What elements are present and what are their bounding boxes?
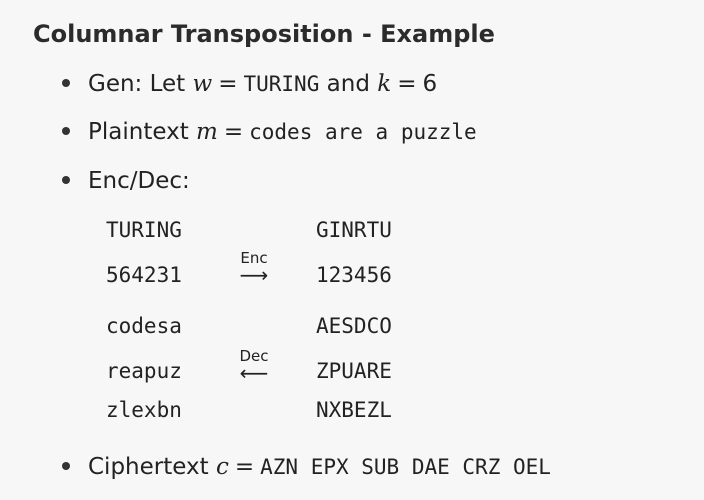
bullet-dot-icon	[62, 461, 70, 470]
w-variable: w	[192, 71, 213, 97]
m-variable: m	[196, 119, 218, 145]
plaintext-bullet: Plaintext m=codes are a puzzle	[62, 118, 477, 146]
bullet-dot-icon	[62, 126, 70, 135]
right-row-order: 123456	[316, 263, 392, 287]
left-row-order: 564231	[106, 263, 182, 287]
left-row-key: TURING	[106, 218, 182, 242]
dec-arrow: Dec ⟵	[228, 347, 280, 385]
plaintext-label: Plaintext	[88, 119, 189, 145]
right-row-2: ZPUARE	[316, 359, 392, 383]
m-value: codes are a puzzle	[249, 120, 477, 144]
ciphertext-bullet: Ciphertext c=AZN EPX SUB DAE CRZ OEL	[62, 453, 551, 481]
slide-title: Columnar Transposition - Example	[33, 20, 495, 48]
left-row-2: reapuz	[106, 359, 182, 383]
left-row-1: codesa	[106, 314, 182, 338]
left-arrow-icon: ⟵	[239, 361, 269, 385]
equals-sign: =	[218, 71, 238, 97]
k-variable: k	[377, 71, 392, 97]
equals-sign: =	[234, 454, 255, 480]
right-row-key: GINRTU	[316, 218, 392, 242]
c-variable: c	[215, 454, 229, 480]
enc-arrow: Enc ⟶	[228, 249, 280, 287]
equals-sign: =	[223, 119, 244, 145]
left-row-3: zlexbn	[106, 398, 182, 422]
k-value: 6	[422, 71, 438, 97]
c-value: AZN EPX SUB DAE CRZ OEL	[260, 455, 551, 479]
gen-bullet: Gen: Let w=TURING and k=6	[62, 70, 437, 98]
w-value: TURING	[243, 72, 320, 96]
and-word: and	[326, 71, 370, 97]
right-row-1: AESDCO	[316, 314, 392, 338]
bullet-dot-icon	[62, 78, 70, 87]
right-arrow-icon: ⟶	[239, 263, 269, 287]
enc-arrow-label: Enc	[240, 249, 268, 267]
gen-label: Gen: Let	[88, 71, 186, 97]
right-row-3: NXBEZL	[316, 398, 392, 422]
bullet-dot-icon	[62, 175, 70, 184]
dec-arrow-label: Dec	[239, 347, 269, 365]
ciphertext-label: Ciphertext	[88, 454, 209, 480]
equals-sign: =	[397, 71, 417, 97]
encdec-label: Enc/Dec:	[88, 168, 190, 194]
encdec-bullet: Enc/Dec:	[62, 167, 190, 195]
